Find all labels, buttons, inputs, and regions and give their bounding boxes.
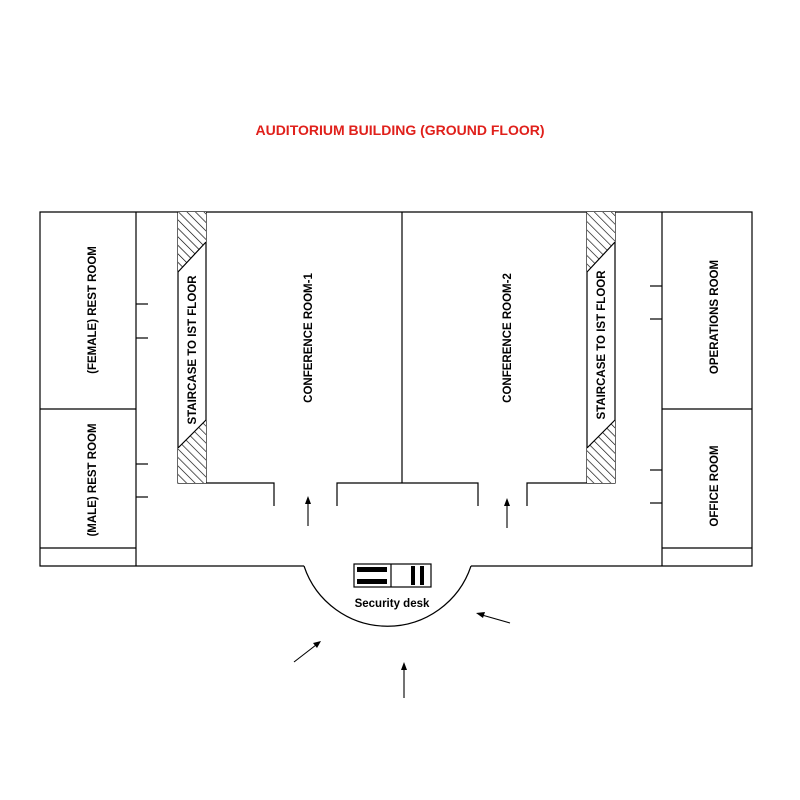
staircase-right-hatch-bottom bbox=[587, 420, 615, 483]
operations-room-label: OPERATIONS ROOM bbox=[709, 260, 721, 374]
arrow-icon bbox=[504, 498, 510, 528]
left-wing bbox=[40, 212, 148, 566]
female-rest-room-label: (FEMALE) REST ROOM bbox=[87, 246, 99, 374]
central-block bbox=[177, 212, 616, 506]
arrow-icon bbox=[293, 641, 321, 663]
staircase-left-label: STAIRCASE TO IST FLOOR bbox=[187, 275, 199, 425]
conference-room-1-label: CONFERENCE ROOM-1 bbox=[303, 273, 315, 403]
conference-room-2-label: CONFERENCE ROOM-2 bbox=[502, 273, 514, 403]
security-desk-label: Security desk bbox=[355, 598, 430, 610]
staircase-left-hatch-bottom bbox=[178, 420, 206, 483]
arrow-icon bbox=[476, 612, 511, 624]
office-room-label: OFFICE ROOM bbox=[709, 445, 721, 526]
arrow-icon bbox=[401, 662, 407, 698]
arrow-icon bbox=[305, 496, 311, 526]
staircase-left-hatch-top bbox=[178, 212, 206, 272]
plan-title: AUDITORIUM BUILDING (GROUND FLOOR) bbox=[255, 122, 545, 138]
staircase-right-label: STAIRCASE TO IST FLOOR bbox=[596, 270, 608, 420]
right-wing bbox=[650, 212, 752, 566]
security-desk-icon bbox=[353, 563, 432, 588]
outer-walls bbox=[39, 211, 753, 627]
staircase-hatch-edges bbox=[177, 241, 616, 449]
staircase-right-hatch-top bbox=[587, 212, 615, 272]
male-rest-room-label: (MALE) REST ROOM bbox=[87, 423, 99, 536]
